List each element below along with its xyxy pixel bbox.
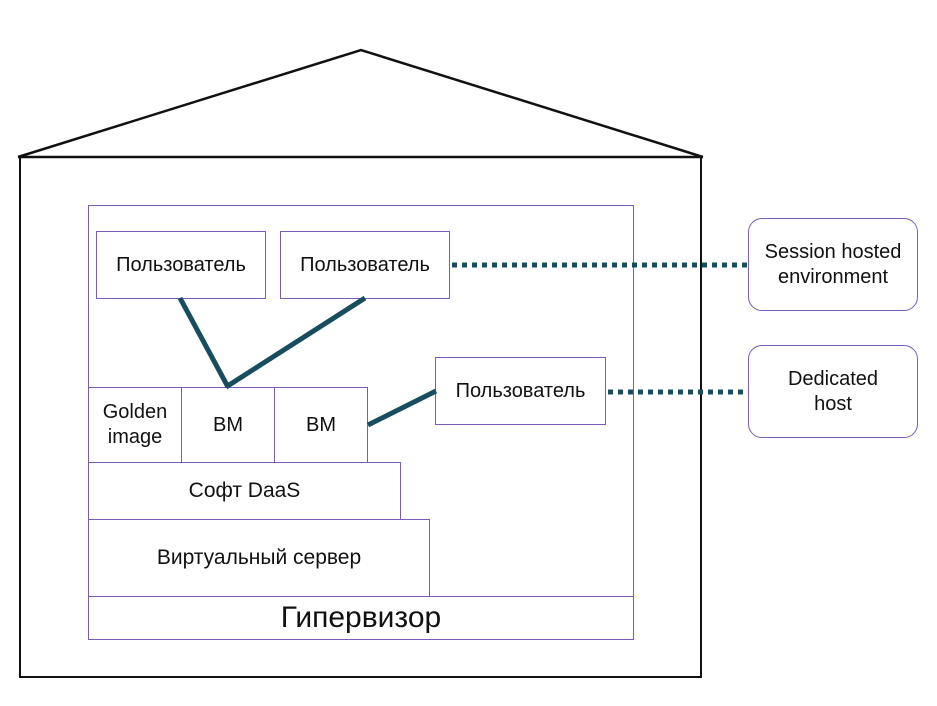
daas-software-layer: Софт DaaS [88,462,401,520]
golden-image-label: Golden image [102,401,168,448]
dedicated-host-box: Dedicated host [748,345,918,438]
session-hosted-label: Session hosted environment [764,240,902,288]
vm-box-1: ВМ [181,387,275,463]
virtual-server-label: Виртуальный сервер [156,545,362,569]
vm-box-2: ВМ [274,387,368,463]
golden-image-box: Golden image [88,387,182,463]
virtual-server-layer: Виртуальный сервер [88,519,430,597]
session-hosted-box: Session hosted environment [748,218,918,311]
hypervisor-layer: Гипервизор [88,596,634,640]
vm-label: ВМ [306,413,336,436]
roof [17,48,704,159]
user-box-1: Пользователь [96,231,266,299]
hypervisor-label: Гипервизор [280,601,442,635]
user-label: Пользователь [455,379,586,402]
daas-software-label: Софт DaaS [188,478,301,502]
user-box-2: Пользователь [280,231,450,299]
vm-label: ВМ [213,413,243,436]
user-label: Пользователь [300,253,430,276]
house-building [19,157,702,678]
user-label: Пользователь [116,253,246,276]
user-box-3: Пользователь [435,357,606,425]
dedicated-host-label: Dedicated host [787,367,879,415]
